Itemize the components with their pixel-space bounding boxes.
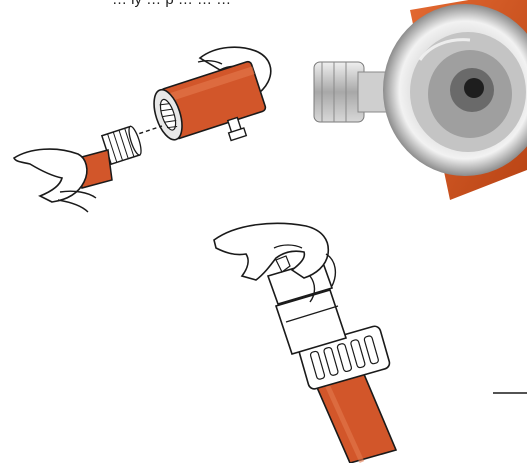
coupler-tightening-illustration (190, 210, 527, 463)
coupler-closeup-photo-icon (300, 0, 527, 200)
hand-tightening-coupler-icon (190, 210, 527, 463)
fitting-assembly-illustration (0, 30, 300, 225)
hands-threading-fitting-icon (0, 30, 300, 225)
caption-text: … ly … p … … … (112, 0, 231, 9)
coupler-closeup-image (300, 0, 527, 200)
